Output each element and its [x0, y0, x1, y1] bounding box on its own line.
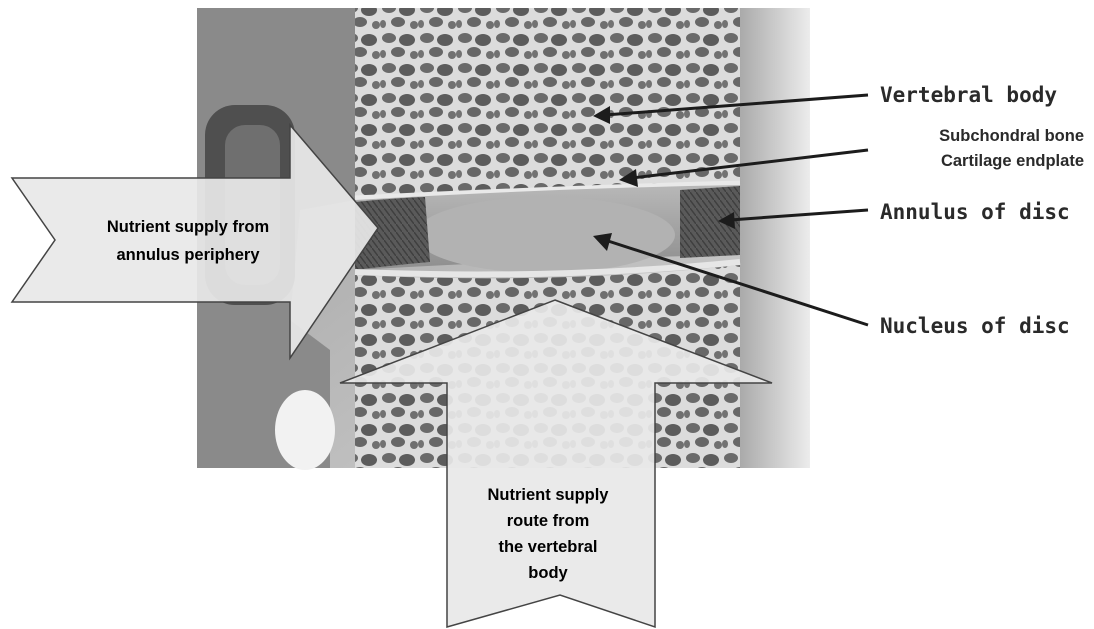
vertebral-arrow-line2: route from — [507, 512, 590, 530]
anatomy-labels: Vertebral body Subchondral bone Cartilag… — [880, 83, 1084, 338]
vertebral-arrow-line1: Nutrient supply — [487, 486, 609, 504]
label-vertebral-body: Vertebral body — [880, 83, 1057, 107]
label-nucleus: Nucleus of disc — [880, 314, 1070, 338]
label-cartilage-endplate: Cartilage endplate — [941, 152, 1084, 170]
label-annulus: Annulus of disc — [880, 200, 1070, 224]
periphery-arrow-line2: annulus periphery — [116, 246, 260, 264]
periphery-arrow-line1: Nutrient supply from — [107, 218, 269, 236]
nucleus-shape — [415, 197, 675, 273]
right-shading — [740, 8, 810, 468]
label-subchondral-bone: Subchondral bone — [939, 127, 1084, 145]
vertebral-arrow-line4: body — [528, 564, 568, 582]
foramen-light — [275, 390, 335, 470]
vertebral-arrow-line3: the vertebral — [498, 538, 597, 556]
